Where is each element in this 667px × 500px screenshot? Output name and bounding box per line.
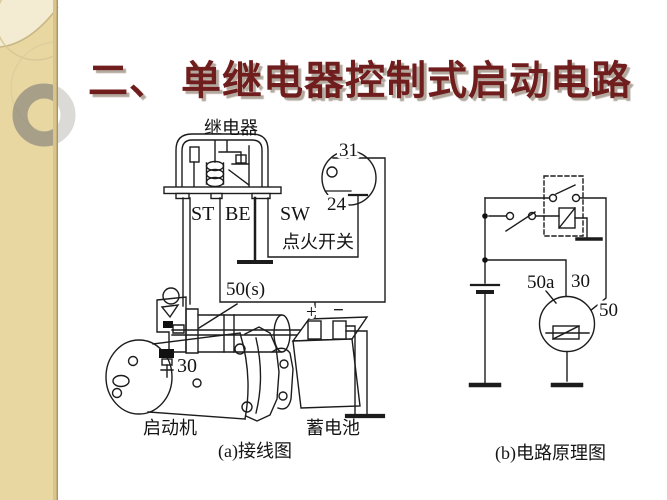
schematic-relay-box	[543, 175, 584, 237]
terminal-30-stud	[159, 349, 174, 358]
schematic-diagram: 50a 30 50 (b)电路原理图	[468, 175, 621, 464]
schematic-ignition-switch	[505, 211, 537, 232]
battery-to-30-wire	[484, 259, 567, 298]
terminal-50a-label: 50a	[527, 272, 555, 293]
caption-wiring: (a)接线图	[218, 441, 292, 462]
battery-minus-label: −	[333, 300, 344, 321]
battery-minus-post	[332, 320, 347, 340]
schematic-circuit	[468, 175, 607, 388]
relay-to-50-wire	[579, 197, 607, 312]
schematic-battery	[469, 283, 501, 294]
terminal-st-label: ST	[191, 203, 214, 225]
relay-drawing	[163, 133, 282, 200]
terminal-sw-label: SW	[280, 203, 310, 225]
battery-plus-label: +	[306, 302, 317, 323]
ignition-switch-drawing	[321, 150, 377, 206]
terminal-50s-label: 50(s)	[226, 279, 265, 300]
sw-wire	[267, 195, 359, 258]
ignition-switch-label: 点火开关	[282, 232, 354, 252]
battery-drawing	[291, 316, 386, 419]
battery-label: 蓄电池	[306, 418, 360, 438]
schematic-terminal-30-label: 30	[571, 271, 590, 292]
terminal-50-label: 50	[599, 300, 618, 321]
terminal-24-label: 24	[327, 194, 347, 215]
battery-plus-post	[307, 320, 322, 340]
label-50a-leader	[545, 290, 557, 304]
caption-schematic: (b)电路原理图	[495, 443, 606, 464]
relay-contact-arm	[555, 184, 576, 195]
battery-minus-cable	[345, 325, 368, 415]
starter-label: 启动机	[143, 418, 197, 438]
terminal-30-label: 30	[177, 355, 197, 377]
terminal-be-label: BE	[225, 203, 251, 225]
schematic-starter	[538, 295, 596, 353]
page-title: 二、 单继电器控制式启动电路	[88, 58, 632, 103]
relay-label: 继电器	[204, 118, 258, 138]
relay-coil	[558, 207, 576, 229]
terminal-31-label: 31	[339, 140, 358, 161]
battery-cable	[171, 329, 307, 336]
starter-motor-drawing	[105, 287, 307, 422]
relay-base-plate	[163, 186, 282, 195]
wiring-diagram: 继电器 ST BE SW 31 24 点火开关 50(s) 30 启动机 + −…	[105, 118, 386, 462]
